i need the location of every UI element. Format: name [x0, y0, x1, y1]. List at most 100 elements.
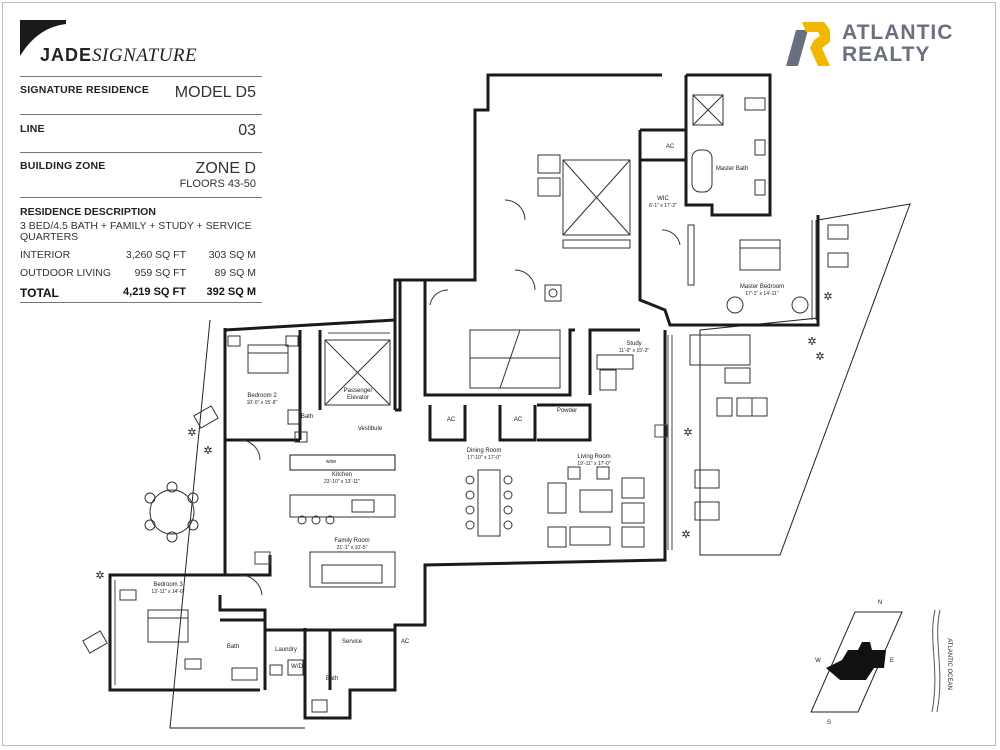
area-label: OUTDOOR LIVING [20, 267, 112, 279]
spec-sub: FLOORS 43-50 [179, 178, 256, 190]
room-dim-dining: 17'-10" x 17'-0" [467, 455, 501, 461]
jade-logo-text: JADESIGNATURE [40, 45, 198, 66]
core-walls [395, 278, 575, 412]
room-label-master-bath: Master Bath [716, 166, 748, 172]
passenger-elevator-shaft [324, 339, 391, 406]
east-terrace-outline [699, 203, 911, 556]
ac-closets [428, 405, 537, 442]
elevator-walls [298, 320, 397, 440]
room-label-service: Service [342, 639, 363, 645]
room-dim-living: 19'-11" x 17'-0" [577, 461, 610, 467]
rule [20, 197, 262, 198]
room-label-bedroom3: Bedroom 3 [153, 582, 183, 588]
plant-icon: ✲ [807, 335, 816, 348]
room-dim-study: 11'-0" x 15'-2" [619, 348, 650, 354]
bath-b3-walls [218, 595, 267, 690]
room-label-vestibule: Vestibule [358, 426, 383, 432]
room-label-ac-service: AC [401, 639, 410, 645]
room-label-bedroom2: Bedroom 2 [247, 393, 277, 399]
exterior-wall-west [108, 330, 260, 692]
room-label-wd: W/D [291, 664, 303, 670]
room-dim-bedroom2: 10'-0" x 15'-8" [247, 400, 278, 406]
powder-walls [537, 403, 592, 442]
room-label-ac: AC [666, 144, 675, 150]
area-sqft: 959 SQ FT [134, 267, 186, 279]
family-sofa [309, 551, 396, 588]
room-label-ac-left: AC [447, 417, 456, 423]
exterior-wall-north [224, 73, 662, 332]
stairwell [469, 329, 561, 389]
room-label-family: Family Room [334, 538, 369, 544]
room-label-powder: Powder [557, 408, 577, 414]
room-label-laundry: Laundry [275, 647, 297, 653]
rule [20, 152, 262, 153]
plant-icon: ✲ [95, 569, 104, 582]
spec-value: 03 [238, 122, 256, 139]
description-text: 3 BED/4.5 BATH + FAMILY + STUDY + SERVIC… [20, 220, 252, 243]
rule [20, 302, 262, 303]
plant-icon: ✲ [815, 350, 824, 363]
area-sqm: 303 SQ M [208, 249, 256, 261]
room-label-bath-b2: Bath [301, 414, 313, 420]
room-label-dining: Dining Room [467, 448, 502, 454]
exterior-wall-south [303, 330, 667, 720]
jade-signature-logo: JADESIGNATURE [20, 20, 200, 70]
spec-value: ZONE D [195, 160, 256, 177]
area-sqft: 4,219 SQ FT [123, 286, 186, 298]
room-label-master-bedroom: Master Bedroom [740, 284, 784, 290]
rule [20, 76, 262, 77]
room-label-bath-service: Bath [326, 676, 338, 682]
site-compass: N S E W ATLANTIC OCEAN [810, 600, 952, 726]
rule [20, 114, 262, 115]
compass-east: E [890, 658, 894, 664]
room-label-living: Living Room [577, 454, 610, 460]
room-label-study: Study [626, 341, 641, 347]
plant-icon: ✲ [681, 528, 690, 541]
room-dim-kitchen: 23'-10" x 13'-11" [324, 479, 360, 485]
room-dim-family: 21'-1" x 10'-5" [337, 545, 368, 551]
area-sqm: 392 SQ M [206, 286, 256, 298]
bedroom3-bed [147, 609, 189, 643]
atlantic-realty-mark-icon [786, 22, 830, 66]
spec-label: LINE [20, 123, 45, 135]
room-label-wic: WIC [657, 196, 669, 202]
spec-value: MODEL D5 [174, 84, 256, 101]
master-bed [739, 239, 781, 271]
compass-south: S [827, 720, 831, 726]
area-label: TOTAL [20, 286, 59, 300]
dining-table [477, 469, 501, 537]
plant-icon: ✲ [203, 444, 212, 457]
room-label-wine: wine [326, 459, 337, 465]
plant-icon: ✲ [187, 426, 196, 439]
room-label-kitchen: Kitchen [332, 472, 352, 478]
compass-west: W [815, 658, 821, 664]
room-label-ac-mid: AC [514, 417, 523, 423]
jade-logo-mark-icon [20, 20, 66, 56]
service-walls [265, 628, 395, 690]
west-terrace-outline [169, 319, 305, 729]
room-dim-bedroom3: 13'-11" x 14'-6" [151, 589, 184, 595]
plant-icon: ✲ [683, 426, 692, 439]
spec-label: SIGNATURE RESIDENCE [20, 84, 150, 96]
area-sqft: 3,260 SQ FT [125, 249, 186, 261]
description-title: RESIDENCE DESCRIPTION [20, 206, 156, 218]
room-dim-master-bedroom: 17'-1" x 14'-11" [745, 291, 778, 297]
master-bath-walls [684, 73, 772, 217]
compass-north: N [878, 600, 882, 606]
plant-icon: ✲ [823, 290, 832, 303]
room-dim-wic: 6'-1" x 17'-2" [649, 203, 677, 209]
area-label: INTERIOR [20, 249, 71, 261]
bedroom2-bed [247, 344, 289, 374]
room-label-bath-b3: Bath [227, 644, 239, 650]
spec-label: BUILDING ZONE [20, 160, 106, 172]
kitchen-island [289, 494, 396, 518]
outdoor-dining-table [149, 489, 195, 535]
area-sqm: 89 SQ M [214, 267, 256, 279]
wic-walls [638, 128, 820, 327]
ocean-label: ATLANTIC OCEAN [946, 638, 952, 690]
